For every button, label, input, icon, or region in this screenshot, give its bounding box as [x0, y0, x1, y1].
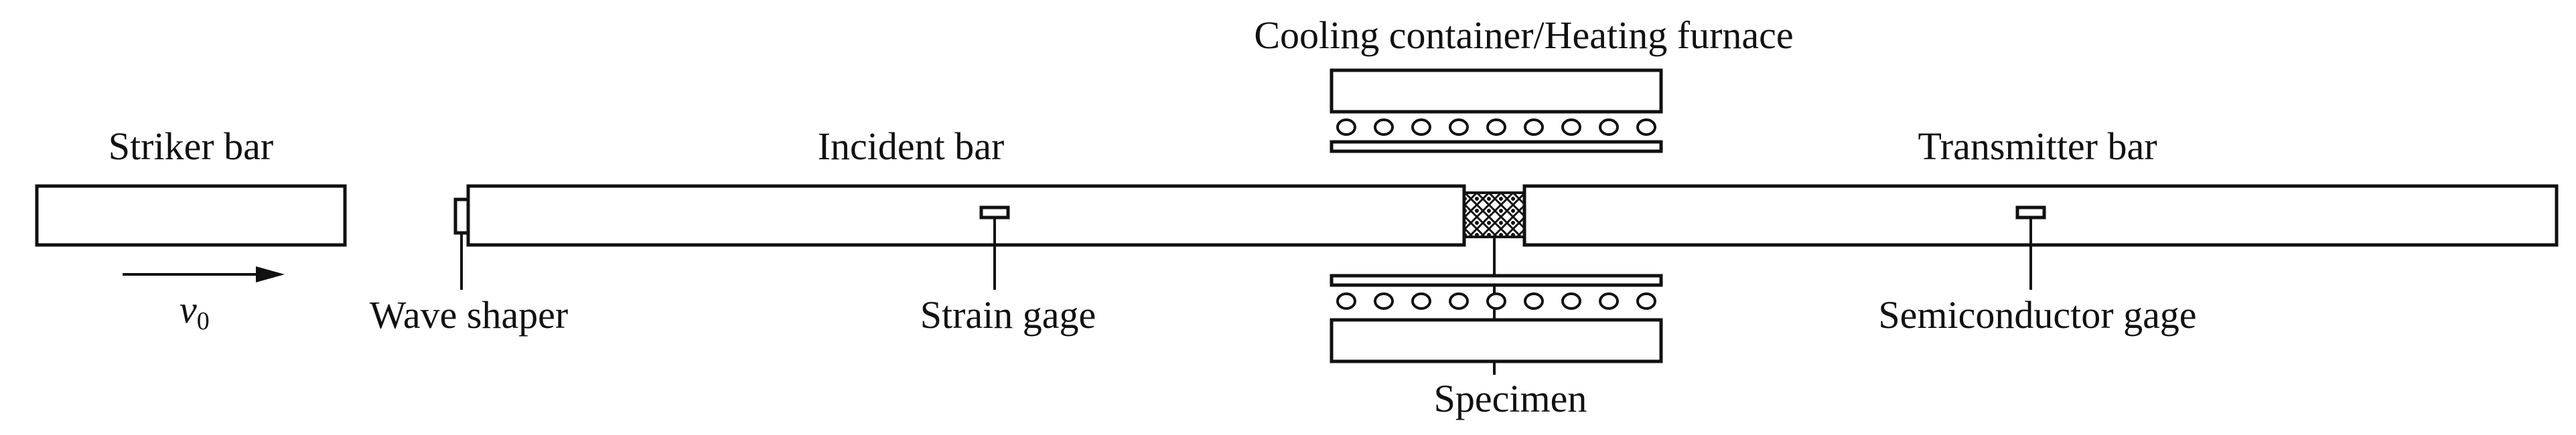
furnace-roller: [1411, 118, 1431, 136]
furnace-roller: [1486, 118, 1506, 136]
strain-gage-label: Strain gage: [920, 293, 1096, 337]
furnace-bottom-rollers: [1336, 292, 1656, 310]
specimen: [1463, 191, 1526, 238]
furnace-label: Cooling container/Heating furnace: [1254, 13, 1793, 57]
furnace-bottom-plate: [1330, 274, 1663, 287]
incident-bar-label: Incident bar: [818, 124, 1005, 168]
semiconductor-gage: [2015, 205, 2046, 220]
furnace-roller: [1636, 118, 1656, 136]
wave-shaper-label: Wave shaper: [370, 293, 568, 337]
velocity-arrow: [123, 266, 285, 282]
incident-bar: [466, 184, 1466, 247]
furnace-roller: [1374, 118, 1394, 136]
furnace-roller: [1561, 118, 1581, 136]
furnace-roller: [1449, 292, 1469, 310]
furnace-top-block: [1330, 68, 1663, 114]
furnace-roller: [1336, 118, 1356, 136]
semiconductor-gage-label: Semiconductor gage: [1878, 293, 2196, 337]
furnace-roller: [1524, 118, 1544, 136]
furnace-roller: [1374, 292, 1394, 310]
furnace-roller: [1411, 292, 1431, 310]
furnace-roller: [1599, 292, 1619, 310]
transmitter-bar-label: Transmitter bar: [1918, 124, 2157, 168]
furnace-roller: [1524, 292, 1544, 310]
furnace-roller: [1599, 118, 1619, 136]
furnace-bottom-block: [1330, 318, 1663, 363]
strain-gage: [979, 205, 1010, 220]
furnace-roller: [1449, 118, 1469, 136]
striker-bar-label: Striker bar: [109, 124, 273, 168]
striker-bar: [35, 184, 347, 247]
furnace-roller: [1636, 292, 1656, 310]
furnace-roller: [1336, 292, 1356, 310]
furnace-roller: [1486, 292, 1506, 310]
furnace-top-plate: [1330, 140, 1663, 153]
specimen-label: Specimen: [1434, 377, 1587, 420]
velocity-label: v0: [180, 288, 210, 335]
furnace-roller: [1561, 292, 1581, 310]
wave-shaper: [453, 197, 470, 235]
furnace-top-rollers: [1336, 118, 1656, 136]
